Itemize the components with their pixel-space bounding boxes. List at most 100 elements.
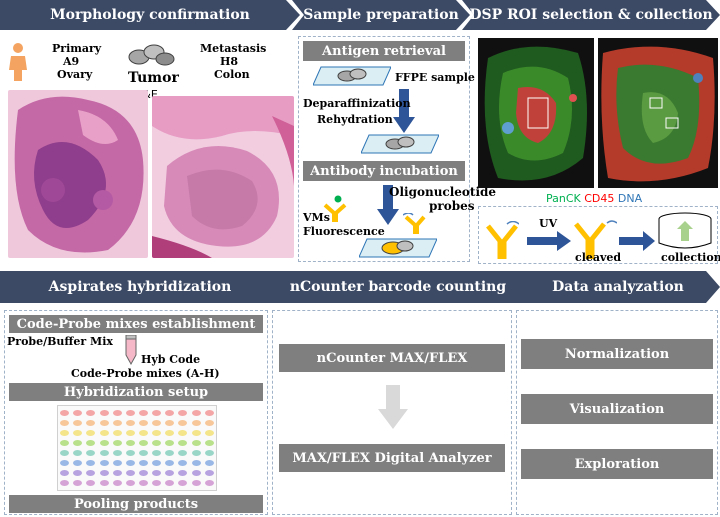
plate-well: [112, 480, 122, 486]
panck-label: PanCK: [546, 192, 581, 205]
plate-well: [99, 440, 109, 446]
collection-label: collection: [661, 251, 720, 264]
plate-well: [139, 460, 149, 466]
dna-label: DNA: [617, 192, 643, 205]
plate-well: [86, 470, 96, 476]
collection-tube-icon: [658, 212, 712, 249]
plate-well: [152, 430, 162, 436]
plate-well: [191, 440, 201, 446]
plate-well: [125, 470, 135, 476]
stain-legend: PanCK CD45 DNA: [546, 192, 642, 205]
tumor-cells-icon: [128, 44, 175, 66]
down-arrow-icon: [393, 89, 415, 133]
colon-label: Colon: [214, 68, 250, 81]
plate-well: [178, 470, 188, 476]
plate-well: [73, 410, 83, 416]
plate-well: [60, 450, 70, 456]
plate-well: [152, 460, 162, 466]
sample-prep-panel: Antigen retrieval FFPE sample Deparaffin…: [298, 36, 496, 262]
hyb-code-label: Hyb Code: [141, 353, 201, 366]
pooling-label: Pooling products: [73, 496, 199, 512]
plate-well: [165, 430, 175, 436]
exploration-label: Exploration: [574, 456, 660, 472]
uv-label: UV: [539, 217, 558, 230]
plate-well: [139, 440, 149, 446]
oligo-label: Oligonucleotide: [389, 185, 497, 199]
plate-well: [152, 420, 162, 426]
antibody-cleaved-icon: [574, 220, 617, 259]
ovary-label: Ovary: [57, 68, 93, 81]
plate-well: [139, 430, 149, 436]
plate-well: [152, 450, 162, 456]
plate-well: [204, 470, 214, 476]
banner-morphology: Morphology confirmation: [0, 0, 300, 30]
mixes-establishment-label: Code-Probe mixes establishment: [16, 316, 256, 332]
primary-label: Primary: [52, 42, 102, 55]
plate-well: [99, 450, 109, 456]
plate-well: [60, 420, 70, 426]
plate-well: [99, 470, 109, 476]
plate-well: [125, 450, 135, 456]
antibody-incubation-bar: Antibody incubation: [303, 161, 465, 181]
plate-well: [139, 450, 149, 456]
plate-row-f: [58, 460, 216, 466]
exploration-box: Exploration: [521, 449, 713, 479]
plate-well: [204, 410, 214, 416]
mixes-establishment-bar: Code-Probe mixes establishment: [9, 315, 263, 333]
plate-well: [99, 420, 109, 426]
plate-well: [204, 480, 214, 486]
plate-row-g: [58, 470, 216, 476]
plate-well: [125, 430, 135, 436]
plate-well: [60, 460, 70, 466]
antigen-retrieval-label: Antigen retrieval: [322, 43, 446, 59]
banner-morphology-label: Morphology confirmation: [50, 7, 250, 23]
plate-well: [73, 450, 83, 456]
antibody-oligo-icon: [403, 213, 426, 234]
plate-well: [178, 440, 188, 446]
plate-well: [204, 430, 214, 436]
banner-dsp-label: DSP ROI selection & collection: [469, 7, 713, 23]
plate-well: [139, 470, 149, 476]
he-slide-primary: [8, 90, 148, 258]
banner-ncounter: nCounter barcode counting: [264, 271, 532, 303]
normalization-label: Normalization: [564, 346, 670, 362]
plate-row-c: [58, 430, 216, 436]
plate-well: [204, 460, 214, 466]
visualization-label: Visualization: [569, 401, 665, 417]
fluorescence-image-metastasis: [598, 38, 718, 188]
cleaved-label: cleaved: [575, 251, 622, 264]
plate-well: [86, 450, 96, 456]
plate-well: [191, 450, 201, 456]
plate-well: [152, 480, 162, 486]
plate-well: [73, 430, 83, 436]
deparaffinization-label: Deparaffinization: [303, 97, 411, 110]
incubation-arrow-icon: [377, 185, 399, 225]
plate-well: [165, 480, 175, 486]
plate-well: [99, 430, 109, 436]
morphology-panel: Primary A9 Ovary Tumor H&E Metastasis H8…: [0, 34, 296, 260]
h8-label: H8: [220, 55, 239, 68]
code-probe-mixes-label: Code-Probe mixes (A-H): [71, 367, 220, 380]
banner-aspirates: Aspirates hybridization: [0, 271, 280, 303]
probes-label: probes: [429, 199, 475, 213]
normalization-box: Normalization: [521, 339, 713, 369]
metastasis-label: Metastasis: [200, 42, 267, 55]
plate-well: [73, 440, 83, 446]
digital-analyzer-label: MAX/FLEX Digital Analyzer: [292, 450, 492, 466]
pooling-bar: Pooling products: [9, 495, 263, 513]
plate-well: [165, 460, 175, 466]
plate-well: [125, 410, 135, 416]
ffpe-slide-icon: [313, 66, 391, 86]
antibody-fluorescent-icon: [323, 195, 347, 222]
aspirates-panel: Code-Probe mixes establishment Probe/Buf…: [4, 310, 268, 515]
banner-aspirates-label: Aspirates hybridization: [48, 279, 232, 295]
stained-slide-icon: [359, 238, 437, 258]
plate-well: [139, 420, 149, 426]
plate-well: [99, 480, 109, 486]
plate-well: [73, 460, 83, 466]
vms-label: VMs: [303, 211, 330, 224]
plate-well: [191, 410, 201, 416]
plate-well: [60, 480, 70, 486]
hyb-setup-bar: Hybridization setup: [9, 383, 263, 401]
plate-well: [178, 410, 188, 416]
